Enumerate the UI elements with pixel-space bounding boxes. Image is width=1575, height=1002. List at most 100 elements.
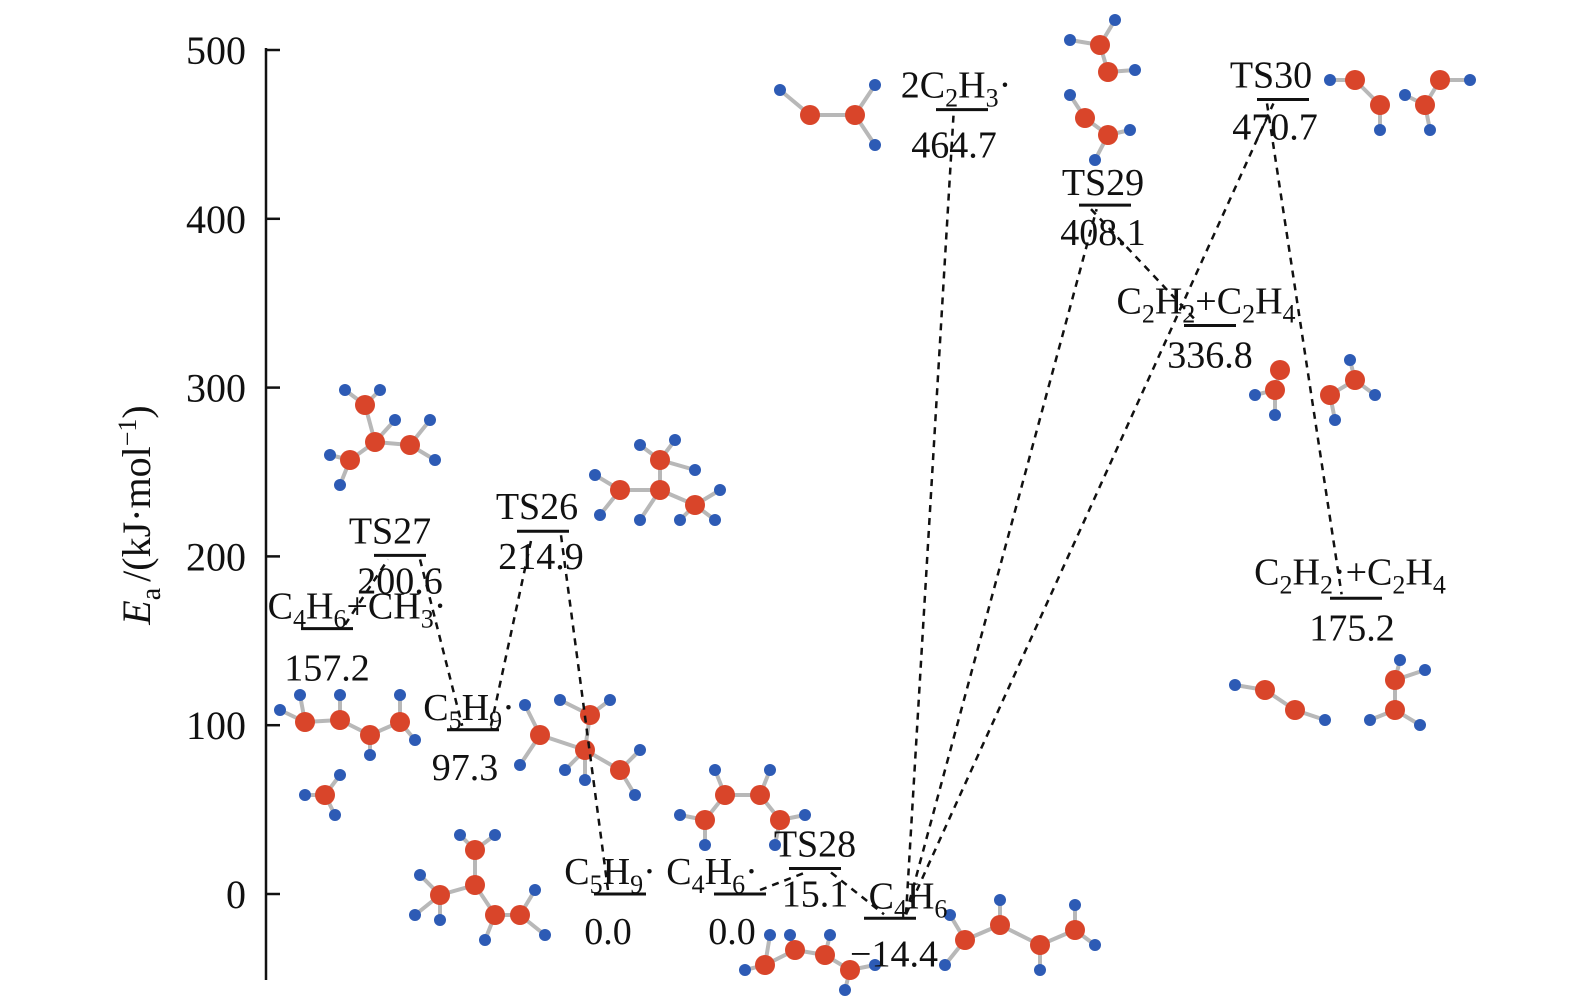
state-label-ts27: TS27 [349, 510, 431, 552]
connector-c4h6-0-to-ts28 [759, 871, 806, 892]
carbon-atom [1415, 95, 1435, 115]
hydrogen-atom [329, 809, 341, 821]
state-label-ts26: TS26 [496, 486, 578, 528]
carbon-atom [610, 480, 630, 500]
carbon-atom [650, 450, 670, 470]
molecule-c4h6-product [939, 894, 1101, 976]
y-axis-title: Ea/(kJ·mol−1) [113, 405, 167, 625]
carbon-atom [340, 450, 360, 470]
connector-c4h6-ch3-to-ts27 [343, 558, 390, 626]
hydrogen-atom [709, 514, 721, 526]
carbon-atom [355, 395, 375, 415]
hydrogen-atom [1064, 34, 1076, 46]
state-label-c4h6-0: C4H6· [666, 851, 757, 899]
hydrogen-atom [424, 414, 436, 426]
connector-ts27-to-c5h9-97 [418, 559, 464, 727]
hydrogen-atom [389, 414, 401, 426]
state-label-c2h2-336: C2H2+C2H4 [1116, 280, 1295, 328]
hydrogen-atom [774, 84, 786, 96]
carbon-atom [360, 725, 380, 745]
hydrogen-atom [1129, 64, 1141, 76]
hydrogen-atom [1229, 679, 1241, 691]
hydrogen-atom [434, 914, 446, 926]
y-tick-label: 200 [186, 534, 246, 579]
hydrogen-atom [769, 839, 781, 851]
hydrogen-atom [1034, 964, 1046, 976]
carbon-atom [390, 712, 410, 732]
carbon-atom [1385, 670, 1405, 690]
reaction-path-connectors [343, 102, 1343, 916]
carbon-atom [845, 105, 865, 125]
hydrogen-atom [1269, 409, 1281, 421]
hydrogen-atom [409, 734, 421, 746]
carbon-atom [650, 480, 670, 500]
state-energy-c2h2-336: 336.8 [1167, 334, 1253, 376]
hydrogen-atom [579, 774, 591, 786]
carbon-atom [715, 785, 735, 805]
hydrogen-atom [764, 764, 776, 776]
molecule-ts27 [324, 384, 441, 491]
carbon-atom [695, 810, 715, 830]
state-energy-c4h6-ch3: 157.2 [284, 648, 370, 690]
hydrogen-atom [869, 79, 881, 91]
hydrogen-atom [559, 764, 571, 776]
y-tick-label: 500 [186, 28, 246, 73]
carbon-atom [1385, 700, 1405, 720]
connector-ts30-to-c2h2-175 [1265, 103, 1343, 595]
carbon-atom [685, 495, 705, 515]
hydrogen-atom [1394, 654, 1406, 666]
hydrogen-atom [634, 514, 646, 526]
carbon-atom [750, 785, 770, 805]
connector-ts28-to-c4h6-neg [830, 871, 885, 916]
carbon-atom [1345, 70, 1365, 90]
carbon-atom [1320, 385, 1340, 405]
carbon-atom [815, 945, 835, 965]
carbon-atom [1430, 70, 1450, 90]
molecule-2c2h3 [774, 79, 881, 151]
hydrogen-atom [869, 959, 881, 971]
hydrogen-atom [869, 139, 881, 151]
hydrogen-atom [799, 809, 811, 821]
hydrogen-atom [1109, 14, 1121, 26]
hydrogen-atom [394, 689, 406, 701]
carbon-atom [530, 725, 550, 745]
hydrogen-atom [634, 439, 646, 451]
state-energy-c2h2-175: 175.2 [1309, 607, 1395, 649]
hydrogen-atom [299, 789, 311, 801]
hydrogen-atom [554, 694, 566, 706]
hydrogen-atom [944, 909, 956, 921]
connector-c4h6-neg-to-ts29 [904, 208, 1098, 915]
carbon-atom [400, 435, 420, 455]
hydrogen-atom [699, 839, 711, 851]
state-energy-ts28: 15.1 [782, 874, 849, 916]
state-energy-ts27: 200.6 [357, 560, 443, 602]
carbon-atom [1255, 680, 1275, 700]
carbon-atom [955, 930, 975, 950]
molecule-c2h2-radical-c2h4 [1229, 654, 1431, 731]
molecule-c5h9 [409, 829, 551, 946]
carbon-atom [1098, 125, 1118, 145]
carbon-atom [1270, 360, 1290, 380]
carbon-atom [365, 432, 385, 452]
hydrogen-atom [784, 929, 796, 941]
state-energy-2c2h3: 464.7 [911, 125, 997, 167]
hydrogen-atom [1414, 719, 1426, 731]
hydrogen-atom [529, 884, 541, 896]
y-tick-label: 100 [186, 703, 246, 748]
carbon-atom [330, 710, 350, 730]
state-label-ts29: TS29 [1062, 162, 1144, 204]
hydrogen-atom [414, 869, 426, 881]
state-label-ts30: TS30 [1230, 54, 1312, 96]
molecule-ts26 [589, 434, 726, 526]
state-energy-ts30: 470.7 [1232, 106, 1318, 148]
hydrogen-atom [1424, 124, 1436, 136]
carbon-atom [1065, 920, 1085, 940]
hydrogen-atom [1464, 74, 1476, 86]
molecule-c2h2-c2h4 [1249, 354, 1381, 426]
hydrogen-atom [589, 469, 601, 481]
state-label-c4h6-neg: C4H6 [869, 875, 948, 923]
carbon-atom [430, 885, 450, 905]
y-tick-label: 400 [186, 197, 246, 242]
hydrogen-atom [1344, 354, 1356, 366]
